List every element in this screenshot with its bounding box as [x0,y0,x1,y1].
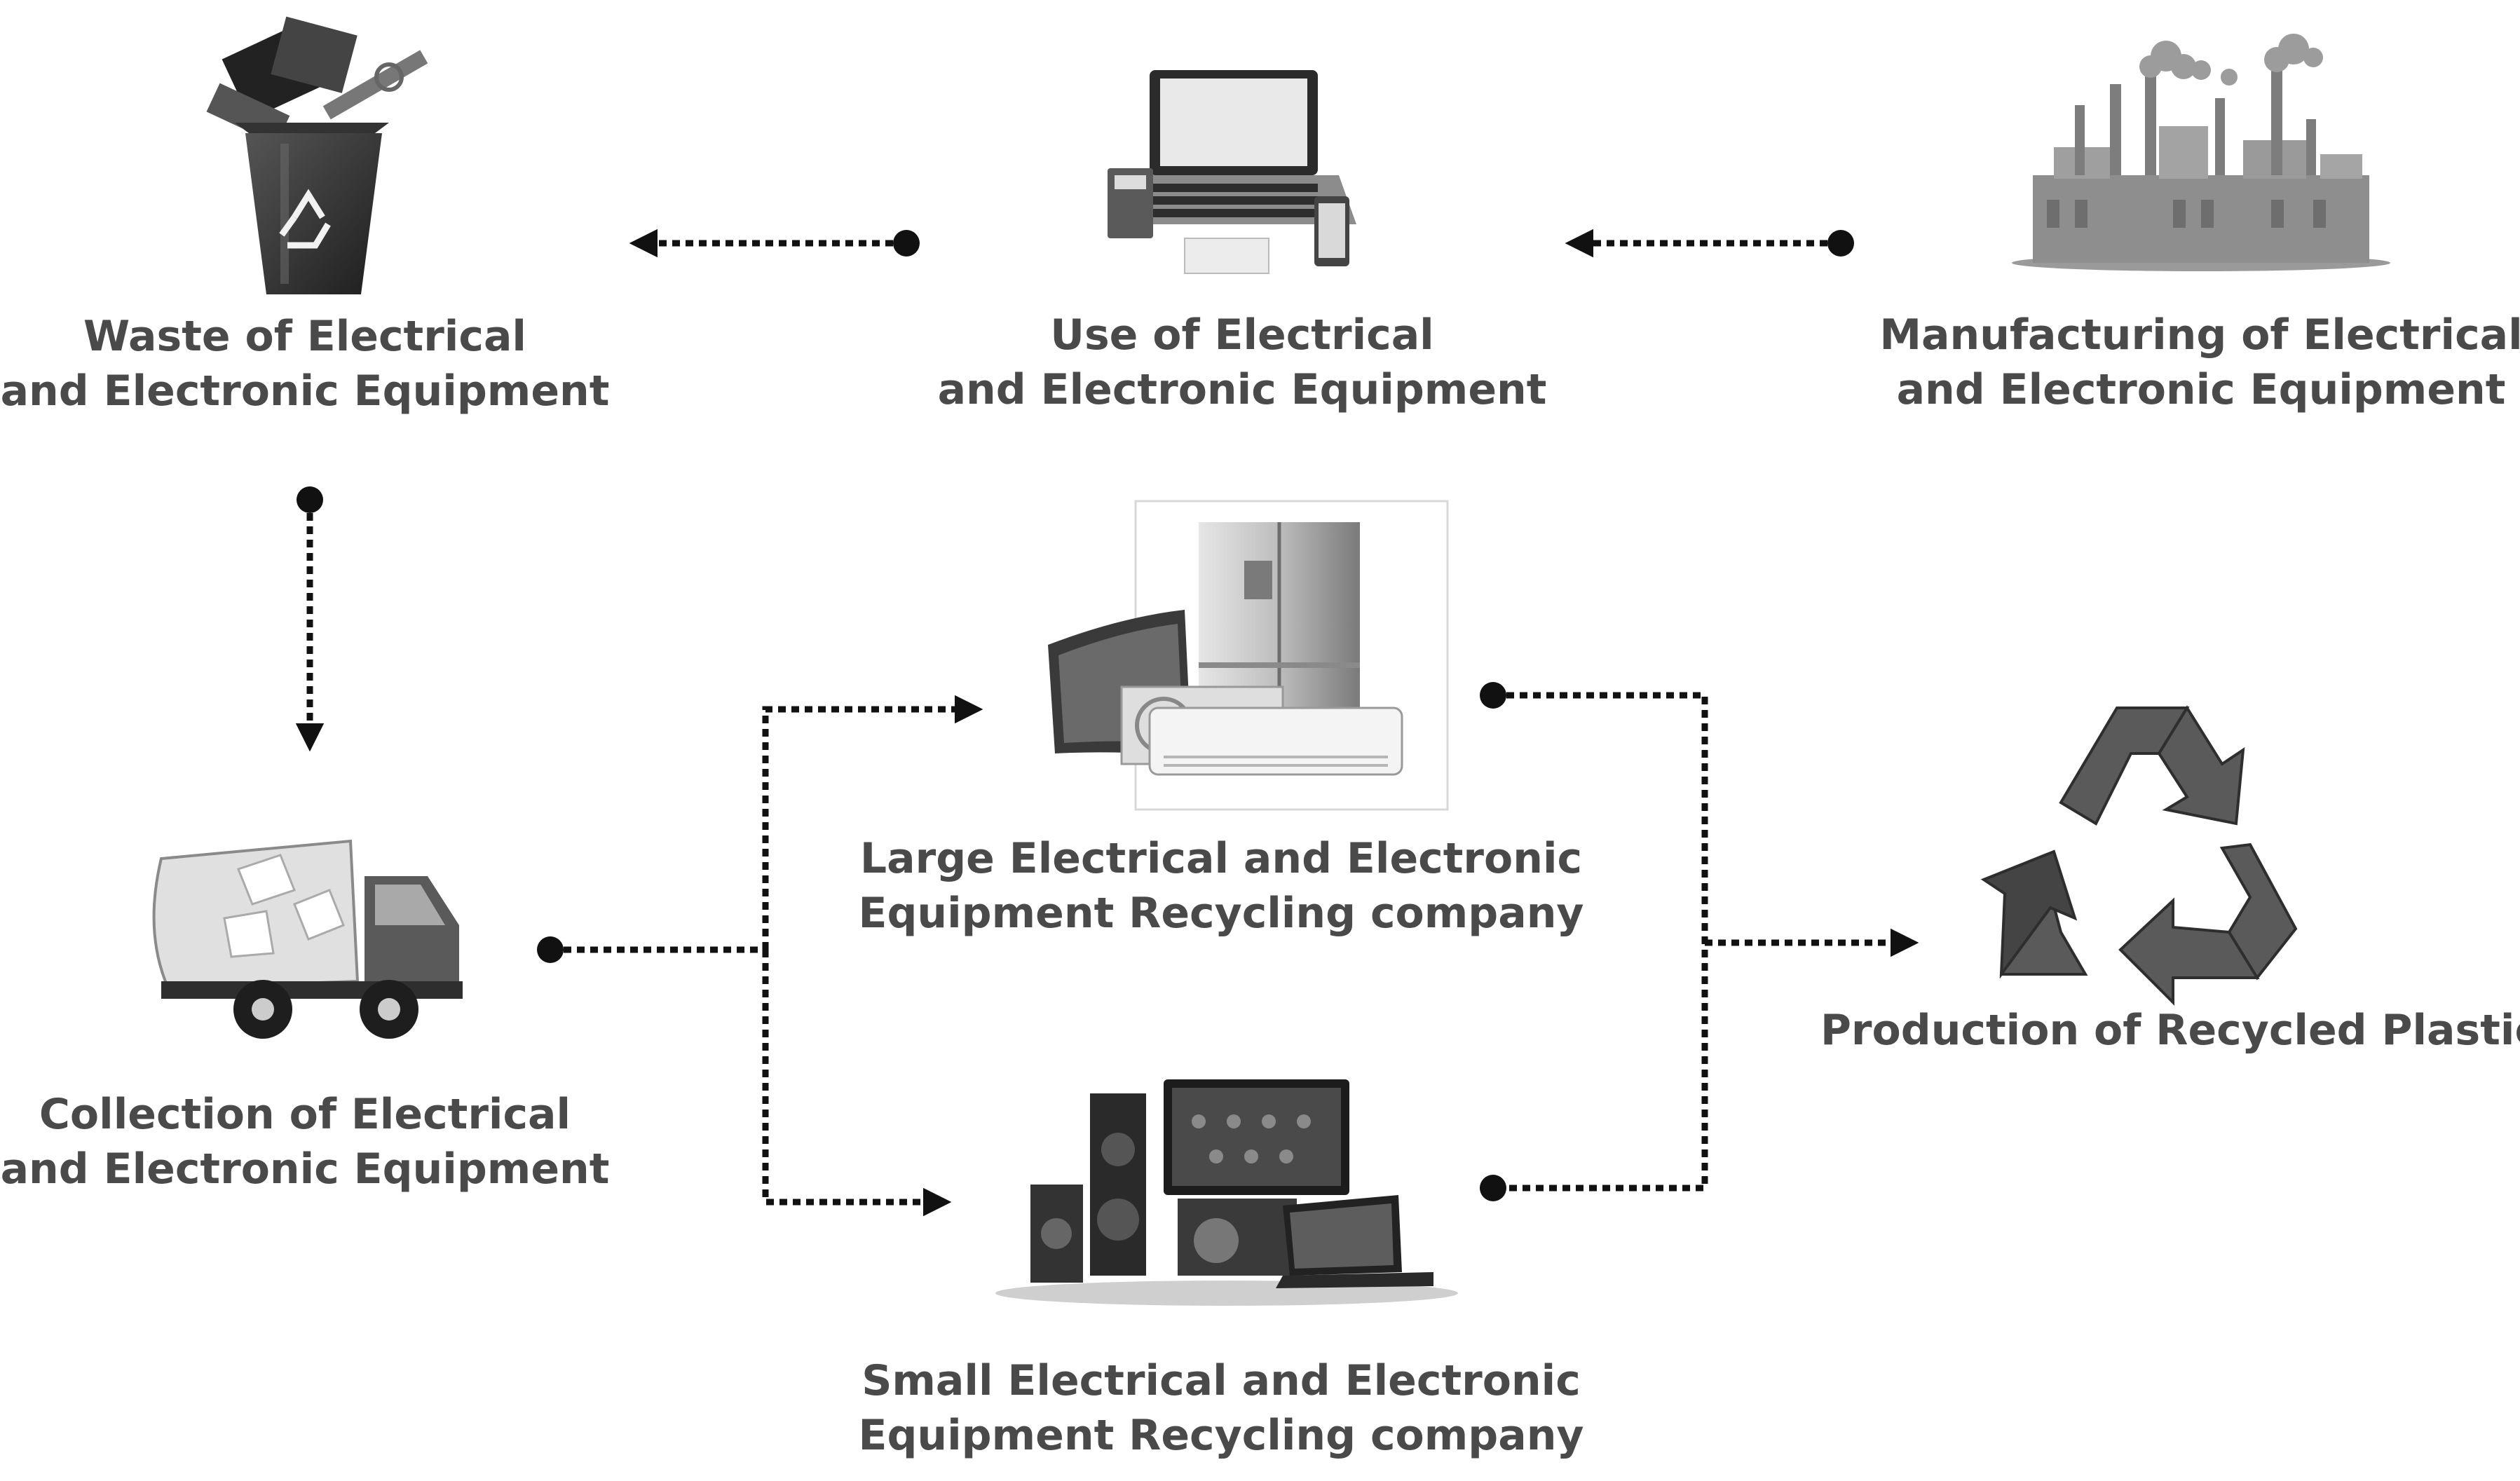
small-electronics-icon [995,1079,1458,1306]
arrow-manufacturing-to-use [1565,228,1854,258]
small-label-line2: Equipment Recycling company [858,1411,1583,1460]
use-label-line2: and Electronic Equipment [938,365,1547,414]
manufacturing-label-line1: Manufacturing of Electrical [1879,310,2520,360]
node-large-label: Large Electrical and Electronic Equipmen… [858,834,1583,938]
large-label-line1: Large Electrical and Electronic [860,834,1582,883]
node-small-label: Small Electrical and Electronic Equipmen… [858,1356,1583,1460]
waste-label-line1: Waste of Electrical [83,312,526,361]
large-label-line2: Equipment Recycling company [858,889,1583,938]
waste-label-line2: and Electronic Equipment [1,367,610,416]
manufacturing-label-line2: and Electronic Equipment [1897,365,2506,414]
node-production-label: Production of Recycled Plastic [1820,1006,2520,1055]
production-label: Production of Recycled Plastic [1820,1006,2520,1055]
garbage-truck-icon [152,839,463,1039]
use-label-line1: Use of Electrical [1050,310,1434,360]
collection-label-line1: Collection of Electrical [39,1090,571,1139]
node-use-label: Use of Electrical and Electronic Equipme… [938,310,1547,414]
recycle-symbol-icon [1980,705,2298,1006]
flow-arrows [295,228,1919,1217]
small-label-line1: Small Electrical and Electronic [861,1356,1581,1405]
node-waste-label: Waste of Electrical and Electronic Equip… [1,312,610,416]
arrow-waste-to-collection [295,486,325,752]
factory-icon [2012,34,2390,271]
arrow-recyclers-to-production [1480,682,1919,1201]
collection-label-line2: and Electronic Equipment [1,1145,610,1194]
node-collection-label: Collection of Electrical and Electronic … [1,1090,610,1194]
recycle-bin-icon [206,16,428,294]
node-manufacturing-label: Manufacturing of Electrical and Electron… [1879,310,2520,414]
arrow-collection-to-recyclers [537,695,983,1217]
arrow-use-to-waste [629,228,920,258]
laptop-devices-icon [1108,70,1356,274]
large-appliances-icon [1048,500,1449,811]
